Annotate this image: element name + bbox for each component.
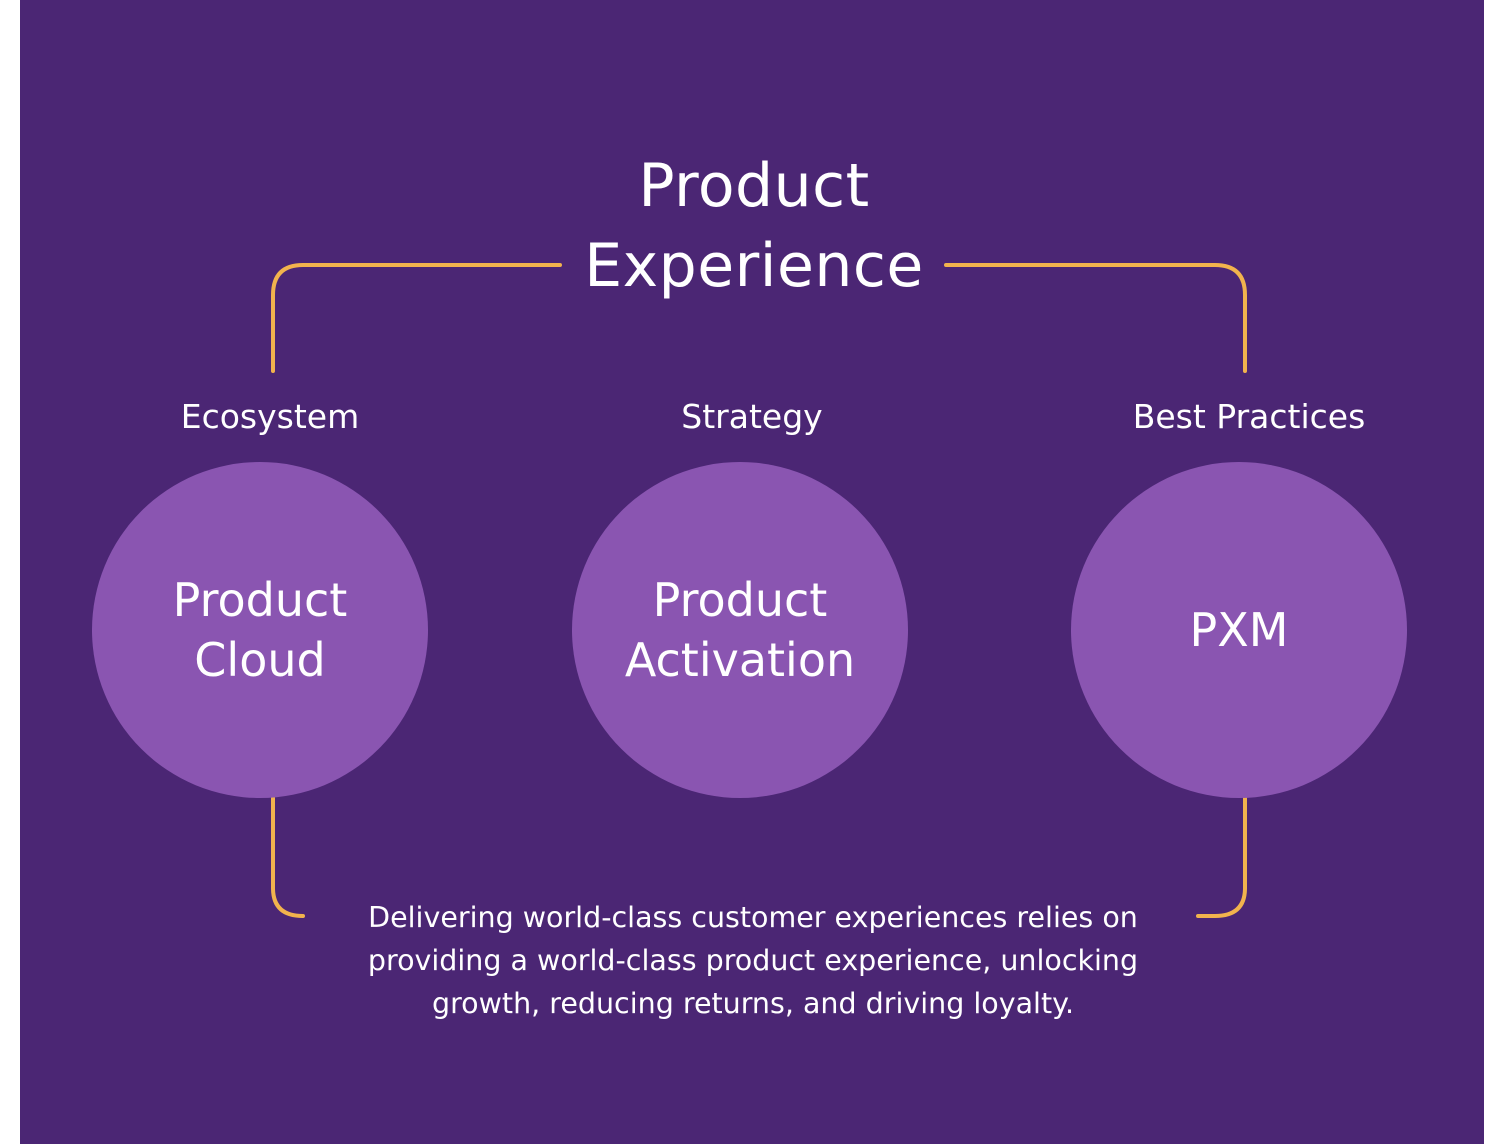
pillar-label-ecosystem: Ecosystem	[180, 397, 360, 436]
top-left-connector	[271, 263, 562, 373]
title-line: Product	[638, 151, 870, 221]
caption-line: Delivering world-class customer experien…	[368, 901, 1138, 934]
bottom-right-connector	[1196, 796, 1247, 918]
diagram-title: Product Experience	[554, 146, 954, 306]
top-right-connector	[944, 263, 1247, 373]
circle-text-line: Product	[652, 573, 828, 627]
circle-pxm: PXM	[1071, 462, 1407, 798]
circle-product-activation: Product Activation	[572, 462, 908, 798]
title-line: Experience	[584, 231, 924, 301]
bottom-left-connector	[271, 796, 305, 918]
circle-text-line: Cloud	[194, 633, 326, 687]
caption-line: growth, reducing returns, and driving lo…	[431, 987, 1074, 1020]
circle-text-line: PXM	[1189, 603, 1289, 657]
caption-line: providing a world-class product experien…	[367, 944, 1139, 977]
pillar-label-strategy: Strategy	[681, 397, 823, 436]
circle-text-line: Product	[172, 573, 348, 627]
circle-text-line: Activation	[624, 633, 856, 687]
circle-product-cloud: Product Cloud	[92, 462, 428, 798]
pillar-label-best-practices: Best Practices	[1132, 397, 1366, 436]
diagram-caption: Delivering world-class customer experien…	[322, 896, 1184, 1025]
